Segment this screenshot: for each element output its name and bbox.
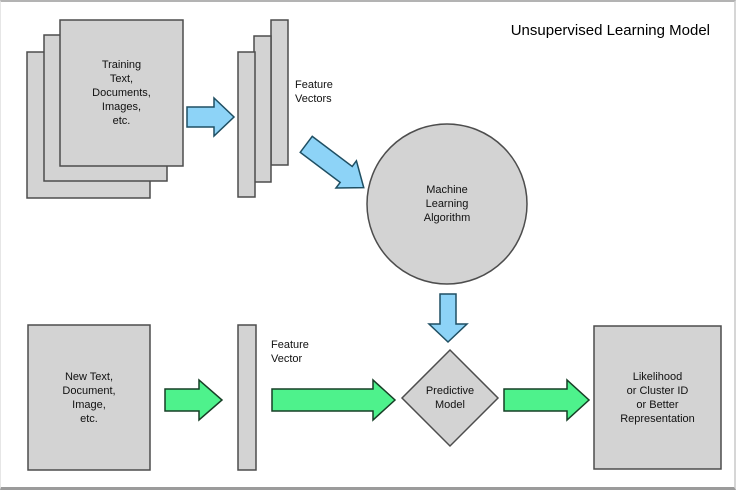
training-documents-label: Training Text, Documents, Images, etc.: [92, 59, 151, 127]
green-arrow-3-icon: [503, 378, 591, 422]
feature-vector-label: Feature Vector: [271, 339, 309, 365]
predictive-model-diamond: [400, 348, 500, 448]
blue-arrow-right-icon: [186, 96, 236, 138]
output-label: Likelihood or Cluster ID or Better Repre…: [620, 370, 695, 425]
predictive-model-label: Predictive Model: [425, 385, 475, 411]
training-documents-stack: [26, 19, 184, 199]
diagram-title: Unsupervised Learning Model: [510, 22, 710, 39]
green-arrow-2-icon: [271, 378, 397, 422]
feature-vector-middle-shape: [253, 35, 272, 183]
feature-vectors-stack: [237, 19, 289, 198]
green-arrow-1-icon: [164, 378, 224, 422]
feature-vector-single-shape: [237, 324, 257, 471]
feature-vector-back-shape: [270, 19, 289, 166]
ml-algorithm-circle: [366, 123, 528, 285]
new-input-label: New Text, Document, Image, etc.: [62, 370, 116, 425]
blue-arrow-diagonal-icon: [299, 135, 365, 189]
ml-algorithm-label: Machine Learning Algorithm: [423, 184, 471, 224]
feature-vectors-label: Feature Vectors: [295, 79, 333, 105]
output-box: [593, 325, 722, 470]
document-front-shape: [59, 19, 184, 167]
new-input-box: [27, 324, 151, 471]
blue-arrow-down-icon: [427, 293, 469, 344]
feature-vector-front-shape: [237, 51, 256, 198]
